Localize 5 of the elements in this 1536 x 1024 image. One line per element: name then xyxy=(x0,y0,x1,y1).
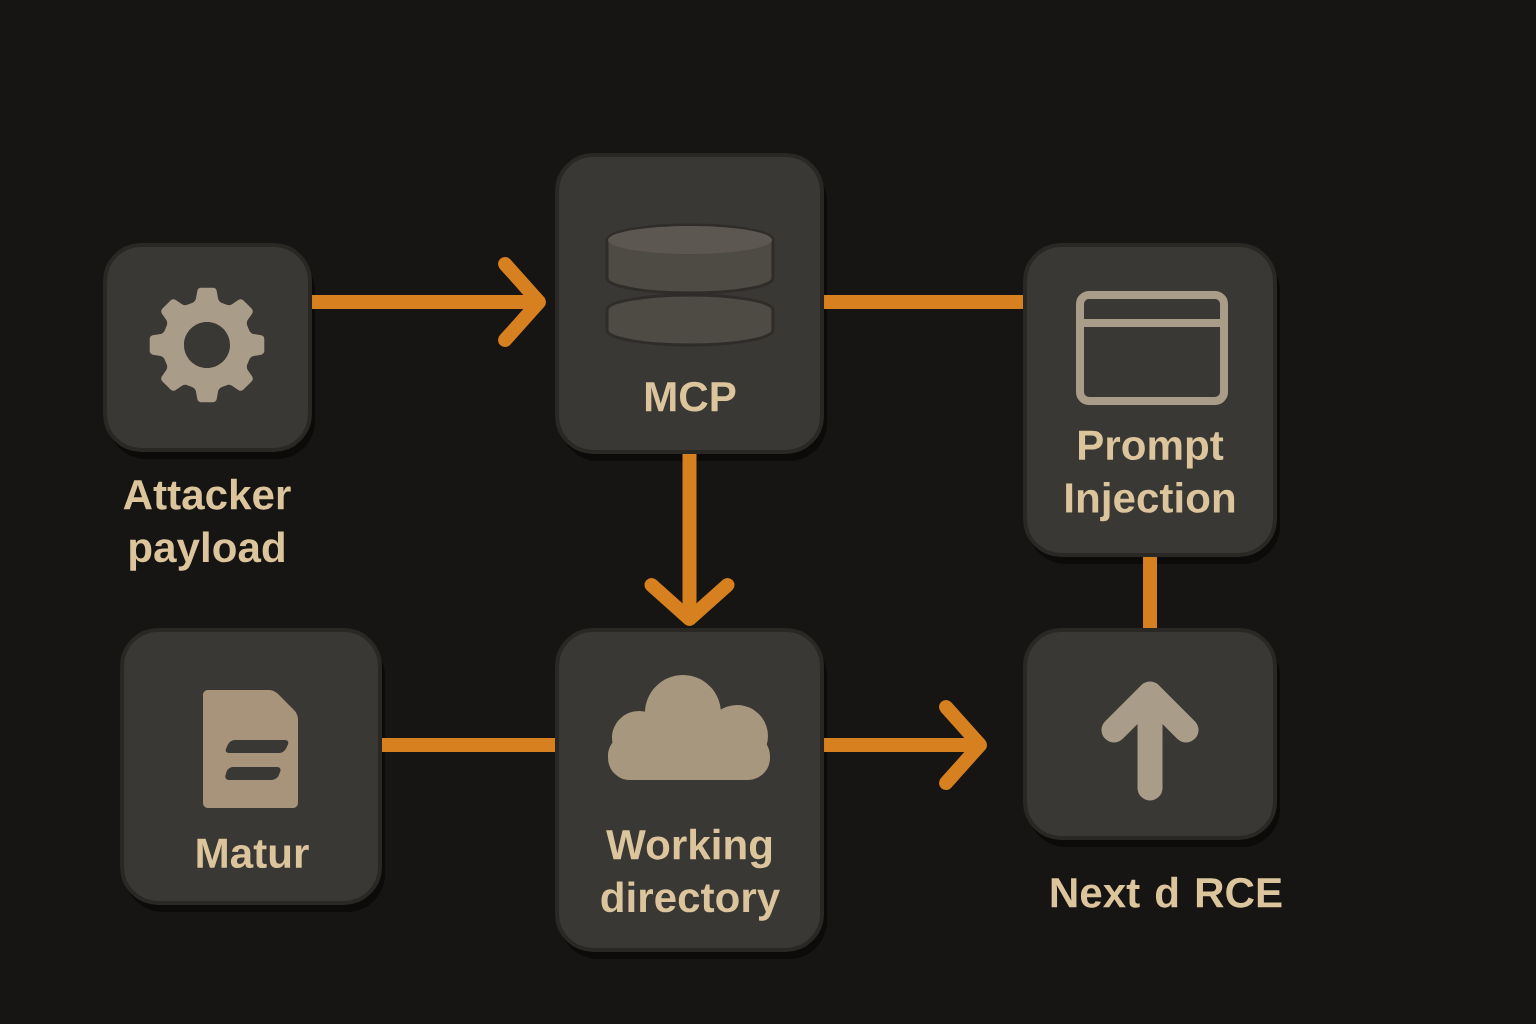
box-caption: Next d RCE xyxy=(1051,876,1282,908)
box-caption: Attacker payload xyxy=(123,478,291,571)
process-box: Prompt Injection xyxy=(1023,243,1280,564)
arrow xyxy=(312,257,546,347)
arrow xyxy=(644,454,735,626)
